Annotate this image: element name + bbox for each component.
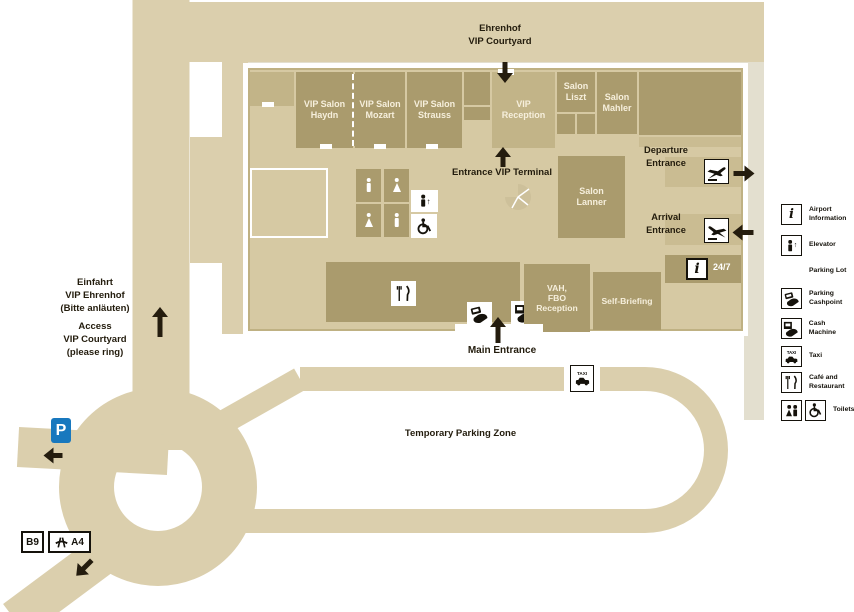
temporary-parking-zone-label: Temporary Parking Zone (404, 428, 517, 439)
room-self-briefing: Self-Briefing (593, 272, 661, 330)
legend-item-taxi: TAXI Taxi (781, 346, 822, 367)
legend-item-elevator: ↑ Elevator (781, 235, 836, 256)
room-vip-salon-haydn: VIP Salon Haydn (296, 72, 353, 148)
legend-item-parking-cashpoint: Parking Cashpoint (781, 288, 842, 309)
vip-terminal-building: VIP Salon Haydn VIP Salon Mozart VIP Sal… (248, 68, 743, 332)
courtyard-label: Ehrenhof VIP Courtyard (468, 23, 532, 47)
taxi-legend-icon: TAXI (781, 346, 802, 367)
toilet-men-icon (384, 204, 409, 237)
toilets-icon (781, 400, 802, 421)
elevator-legend-icon: ↑ (781, 235, 802, 256)
room-salon-lanner: Salon Lanner (558, 156, 625, 238)
info-icon: i (686, 258, 708, 280)
courtyard-area (133, 2, 764, 62)
elevator-icon: ↑ (411, 190, 438, 212)
exit-to-parking (16, 427, 170, 475)
parking-arrow-icon (43, 447, 63, 464)
entrance-vip-terminal-label: Entrance VIP Terminal (452, 167, 552, 178)
cafe-restaurant-icon (781, 372, 802, 393)
room-small-2 (464, 107, 490, 120)
arrival-arrow-icon (732, 224, 754, 241)
departure-arrow-icon (733, 165, 755, 182)
parking-lot-icon: P (781, 261, 802, 282)
taxi-stand-icon: TAXI (570, 365, 594, 392)
room-vip-reception: VIP Reception (492, 72, 555, 148)
legend-item-cafe-restaurant: Café and Restaurant (781, 372, 845, 393)
legend-item-cash-machine: Cash Machine (781, 318, 854, 339)
main-entrance-arrow-icon (490, 317, 506, 343)
departure-entrance-label: Departure Entrance (644, 145, 688, 169)
legend-item-toilets: Toilets (781, 400, 854, 421)
parking-loop-road (236, 367, 728, 533)
badge-24-7: 24/7 (713, 262, 731, 272)
arrival-plane-icon (704, 218, 729, 243)
cash-machine-legend-icon (781, 318, 802, 339)
haydn-mozart-divider (352, 74, 358, 146)
exit-to-highway (3, 516, 144, 612)
info-247-band: i 24/7 (665, 255, 741, 283)
main-entrance-label: Main Entrance (467, 345, 537, 356)
access-note-de: Einfahrt VIP Ehrenhof (Bitte anläuten) (60, 277, 130, 315)
access-note-en: Access VIP Courtyard (please ring) (63, 321, 127, 359)
vip-terminal-entrance-arrow-icon (495, 147, 511, 167)
room-small-3 (557, 114, 575, 134)
room-ne-strip (639, 137, 741, 147)
room-nw-annex (250, 72, 294, 106)
room-west-area (250, 168, 328, 238)
parking-cashpoint-icon (467, 302, 492, 327)
toilet-women-icon (384, 169, 409, 202)
road-sign-a4: A4 (48, 531, 91, 553)
airport-information-icon: i (781, 204, 802, 225)
room-small-1 (464, 72, 490, 105)
parking-cashpoint-legend-icon (781, 288, 802, 309)
toilet-men-icon (356, 169, 381, 202)
room-ne-block (639, 72, 741, 135)
wheelchair-legend-icon (805, 400, 826, 421)
room-vah-fbo-reception: VAH, FBO Reception (524, 264, 590, 332)
restaurant-icon (391, 281, 416, 306)
departure-plane-icon (704, 159, 729, 184)
legend: i Airport Information ↑ Elevator P Parki… (781, 200, 854, 430)
wheelchair-icon (411, 214, 437, 238)
toilet-women-icon (356, 204, 381, 237)
room-small-4 (577, 114, 595, 134)
spiral-stairs-icon (503, 182, 533, 212)
room-vip-salon-mozart: VIP Salon Mozart (355, 72, 405, 148)
room-salon-liszt: Salon Liszt (557, 72, 595, 112)
room-salon-mahler: Salon Mahler (597, 72, 637, 134)
courtyard-arrow-icon (497, 62, 513, 83)
access-road-arrow-icon (152, 307, 168, 337)
room-vip-salon-strauss: VIP Salon Strauss (407, 72, 462, 148)
road-sign-b9: B9 (21, 531, 44, 553)
roundabout (59, 388, 257, 586)
arrival-entrance-label: Arrival Entrance (646, 212, 686, 236)
motorway-icon (55, 536, 68, 548)
legend-item-airport-information: i Airport Information (781, 204, 846, 225)
legend-item-parking-lot: P Parking Lot (781, 261, 846, 282)
parking-sign: P (51, 418, 71, 443)
